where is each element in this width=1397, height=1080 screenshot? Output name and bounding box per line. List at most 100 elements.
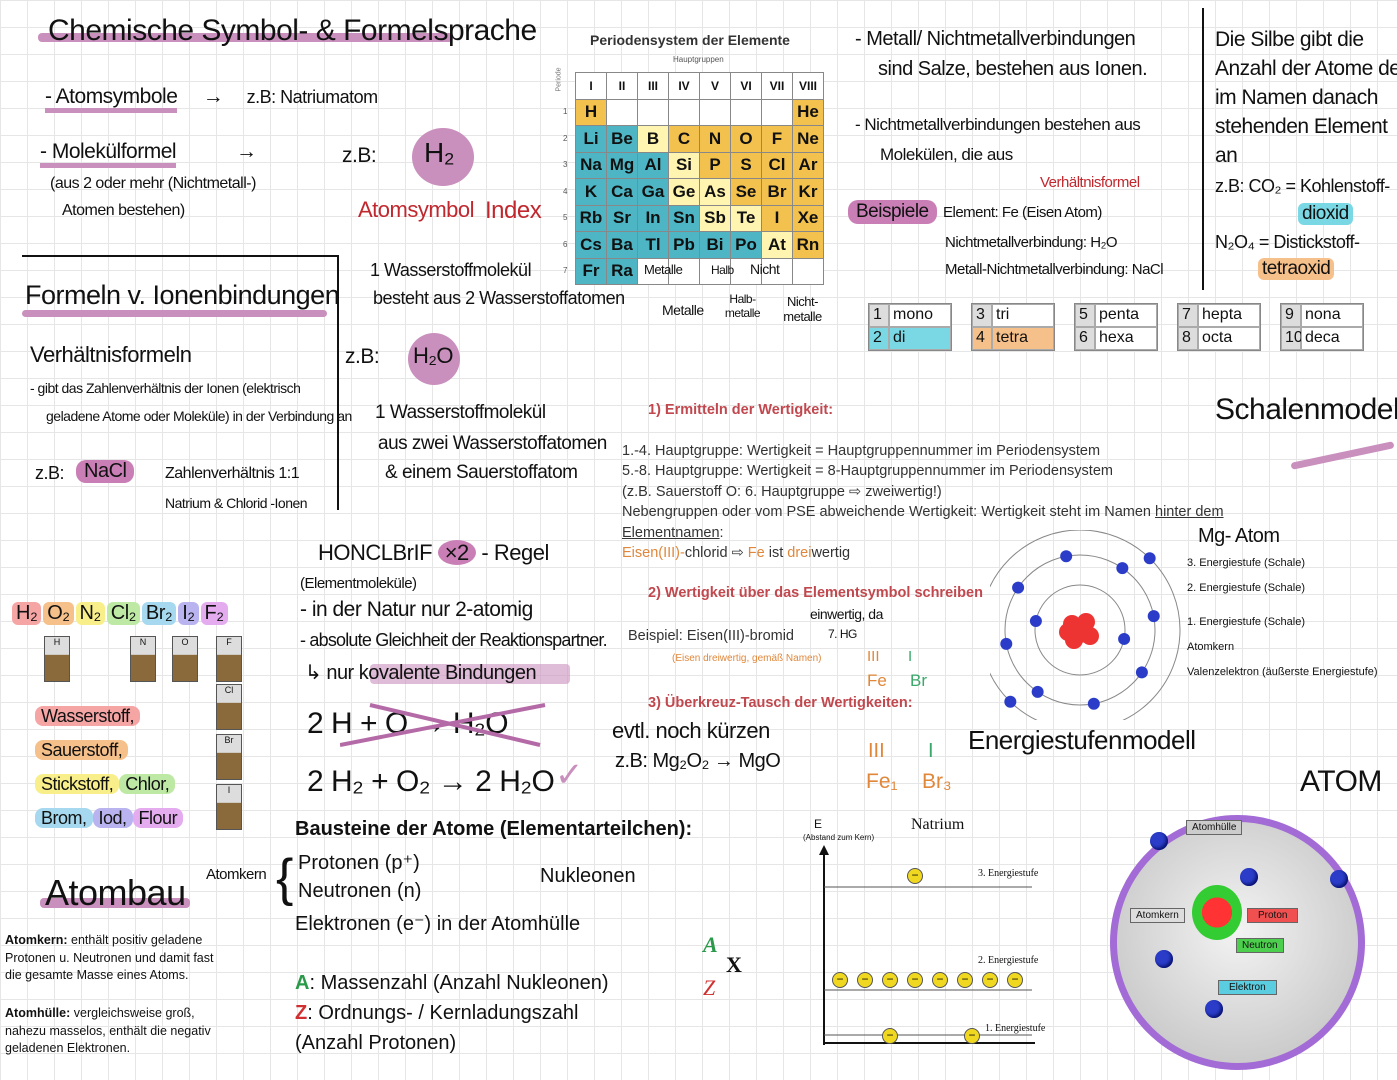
ionen-text: Natrium & Chlorid -Ionen xyxy=(165,495,308,511)
element-cell: Ga xyxy=(637,178,669,206)
text: ist xyxy=(764,545,788,561)
group-header: III xyxy=(637,72,669,100)
element-cell: S xyxy=(730,151,762,179)
element-cell: Tl xyxy=(637,231,669,259)
mg-atom-label: Mg- Atom xyxy=(1198,525,1280,547)
annotation-halb: Halb xyxy=(711,263,734,277)
element-cell: Se xyxy=(730,178,762,206)
legend-nichtmetalle: Nicht-metalle xyxy=(783,294,822,324)
beispiel-nichtmetall: Nichtmetallverbindung: H₂O xyxy=(945,234,1118,251)
text: hinter dem xyxy=(1155,504,1224,520)
nucleon-icon xyxy=(1081,627,1099,645)
legend-halbmetalle: Halb-metalle xyxy=(724,292,761,320)
wertigkeit-heading-1: 1) Ermitteln der Wertigkeit: xyxy=(648,402,834,418)
correct-equation: 2 H₂ + O₂ → 2 H₂O xyxy=(307,765,555,798)
nukleonen: Nukleonen xyxy=(540,865,636,887)
element-cell: Ne xyxy=(792,125,824,153)
text: drei xyxy=(787,545,812,561)
kuerzen-note: evtl. noch kürzen xyxy=(612,718,770,743)
group-header: IV xyxy=(668,72,700,100)
arrow-icon: → xyxy=(202,85,224,108)
silbe-line: Die Silbe gibt die xyxy=(1215,28,1364,51)
beispiel-metall-nichtmetall: Metall-Nichtmetallverbindung: NaCl xyxy=(945,261,1164,278)
electron-icon xyxy=(1155,950,1173,968)
element-cell: Bi xyxy=(699,231,731,259)
term: Atomkern: xyxy=(5,933,68,947)
verhaeltnisformel-note: Verhältnisformel xyxy=(1040,174,1140,191)
honcl-line: - absolute Gleichheit der Reaktionspartn… xyxy=(300,630,608,650)
energiestufenmodell-title: Energiestufenmodell xyxy=(968,725,1196,755)
element-sample-box: H xyxy=(44,636,70,682)
text: Eisen(III)- xyxy=(622,545,685,561)
text: chlorid ⇨ xyxy=(684,545,748,561)
h2o-desc-2: aus zwei Wasserstoffatomen xyxy=(378,433,607,454)
prefix-number: 7 xyxy=(1178,304,1198,327)
hg-note: 7. HG xyxy=(828,627,857,641)
nacl-highlight: NaCl xyxy=(76,460,135,483)
period-number: 1 xyxy=(563,107,568,116)
pse-subtitle: Hauptgruppen xyxy=(673,55,724,64)
element-name: Brom, xyxy=(35,808,93,828)
x2-badge: ×2 xyxy=(437,540,476,565)
silbe-line: Anzahl der Atome des xyxy=(1215,57,1397,80)
cross-fe: Fe₁ xyxy=(866,770,898,793)
molecule-badge: Cl₂ xyxy=(106,602,140,625)
atom-title: ATOM xyxy=(1300,765,1382,798)
element-cell: Fr xyxy=(575,257,607,285)
text: : Ordnungs- / Kernladungszahl xyxy=(307,1002,579,1024)
silbe-line: stehenden Element xyxy=(1215,115,1388,138)
electron-icon xyxy=(1118,632,1131,645)
wertigkeit-line: 5.-8. Hauptgruppe: Wertigkeit = 8-Hauptg… xyxy=(622,463,1113,479)
period-number: 6 xyxy=(563,239,568,249)
atombau-title: Atombau xyxy=(45,872,186,913)
empty-cell xyxy=(668,98,700,126)
neutronen: Neutronen (n) xyxy=(298,880,422,902)
element-name: Chlor, xyxy=(119,774,176,794)
text: enthält positiv geladene Protonen u. Neu… xyxy=(5,933,214,982)
element-name-row: Brom,Iod,Flour xyxy=(35,802,184,836)
element-cell: As xyxy=(699,178,731,206)
text: Fe xyxy=(747,545,765,561)
energy-diagram xyxy=(819,845,1035,1045)
prefix-number: 2 xyxy=(869,327,889,350)
prefix-name: mono xyxy=(889,304,951,327)
letter: A xyxy=(295,972,310,994)
regel-text: - Regel xyxy=(481,540,549,565)
h2o-desc-3: & einem Sauerstoffatom xyxy=(385,462,578,483)
symbol-br: Br xyxy=(910,671,927,690)
empty-cell xyxy=(606,98,638,126)
electron-icon: − xyxy=(907,972,923,988)
electron-icon: − xyxy=(932,972,948,988)
text: wertig xyxy=(811,545,851,561)
silbe-line: an xyxy=(1215,144,1238,167)
honcl-title: HONCLBrIF ×2 - Regel xyxy=(318,540,549,566)
notation-a: A xyxy=(703,932,718,957)
wertigkeit-line: (z.B. Sauerstoff O: 6. Hauptgruppe ⇨ zwe… xyxy=(622,484,942,500)
electron-icon xyxy=(1147,610,1160,623)
elektron-label: Elektron xyxy=(1218,980,1277,995)
zahlenverhaeltnis: Zahlenverhältnis 1:1 xyxy=(165,465,300,482)
arrow-icon: → xyxy=(236,140,257,163)
cross-out-icon xyxy=(340,703,546,747)
annotation-nicht: Nicht xyxy=(750,261,780,277)
prefix-number: 4 xyxy=(972,327,992,350)
anzahl-protonen: (Anzahl Protonen) xyxy=(295,1032,457,1054)
valence-fe: III xyxy=(867,648,880,665)
element-sample-box: I xyxy=(216,784,242,830)
salze-3: - Nichtmetallverbindungen bestehen aus xyxy=(855,115,1141,134)
element-cell: Rn xyxy=(792,231,824,259)
element-name: Sauerstoff, xyxy=(35,740,129,760)
electron-icon: − xyxy=(1007,972,1023,988)
element-cell: Sb xyxy=(699,204,731,232)
salze-4: Molekülen, die aus xyxy=(880,145,1013,164)
electron-icon xyxy=(1087,697,1100,710)
element-cell: Rb xyxy=(575,204,607,232)
electron-icon xyxy=(1143,552,1156,565)
empty-cell xyxy=(761,257,793,285)
element-names: Wasserstoff,Sauerstoff,Stickstoff,Chlor,… xyxy=(35,700,184,836)
element-cell: Na xyxy=(575,151,607,179)
divider xyxy=(1202,8,1204,290)
element-sample-box: Cl xyxy=(216,684,242,730)
empty-cell xyxy=(730,257,762,285)
atomsymbole-label: - Atomsymbole → z.B: Natriumatom xyxy=(45,85,378,113)
